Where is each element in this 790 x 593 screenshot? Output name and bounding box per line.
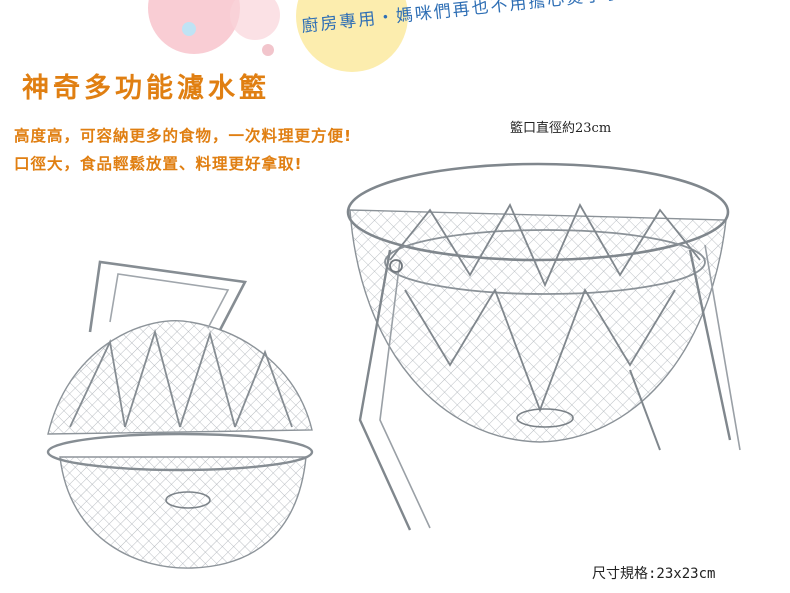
feature-line-1: 高度高，可容納更多的食物，一次料理更方便!: [14, 127, 353, 145]
decor-bubble: [182, 22, 196, 36]
basket-folded-image: [46, 260, 314, 569]
decor-bubble: [262, 44, 274, 56]
feature-line-2: 口徑大，食品輕鬆放置、料理更好拿取!: [14, 155, 303, 173]
decor-bubble: [230, 0, 280, 40]
basket-open-image: [346, 162, 741, 531]
page-title: 神奇多功能濾水籃: [22, 73, 270, 104]
size-spec-label: 尺寸規格:23x23cm: [592, 566, 716, 582]
diameter-label: 籃口直徑約23cm: [510, 121, 612, 136]
